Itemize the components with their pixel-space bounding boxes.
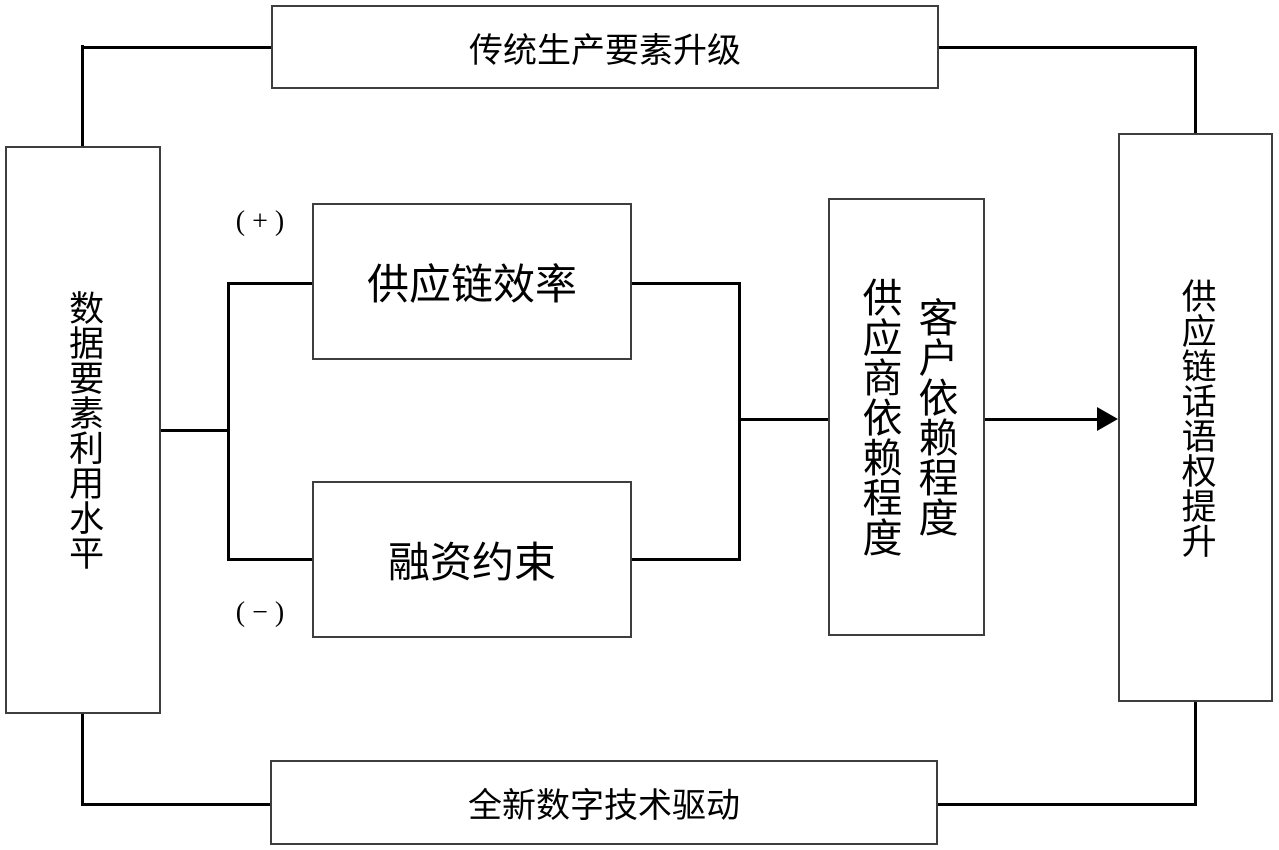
supplier-dependence-label: 供应商依赖程度 xyxy=(856,277,902,557)
dependence-degree-box: 供应商依赖程度 客户依赖程度 xyxy=(828,198,985,636)
data-factor-utilization-label: 数据要素利用水平 xyxy=(64,290,104,570)
supply-chain-efficiency-box: 供应链效率 xyxy=(312,203,632,360)
connector-into-dependence xyxy=(738,418,830,421)
digital-technology-drive-box: 全新数字技术驱动 xyxy=(270,760,938,845)
connector-out-of-efficiency xyxy=(630,282,741,285)
arrow-head-icon xyxy=(1097,407,1118,431)
traditional-factors-upgrade-box: 传统生产要素升级 xyxy=(271,5,939,89)
supply-chain-power-label: 供应链话语权提升 xyxy=(1176,277,1216,558)
arrow-line-to-power xyxy=(983,418,1101,421)
connector-out-of-financing xyxy=(630,558,741,561)
connector-into-financing xyxy=(227,558,314,561)
minus-sign-label: ( − ) xyxy=(235,597,285,628)
data-factor-utilization-box: 数据要素利用水平 xyxy=(5,146,161,714)
plus-sign-label: ( + ) xyxy=(235,206,285,237)
connector-left-box-stub xyxy=(159,429,229,432)
financing-constraint-box: 融资约束 xyxy=(312,481,632,638)
connector-top-right-horizontal xyxy=(937,46,1197,49)
traditional-factors-upgrade-label: 传统生产要素升级 xyxy=(469,32,741,70)
supply-chain-efficiency-label: 供应链效率 xyxy=(366,263,577,309)
connector-right-merge-spine xyxy=(738,282,741,561)
connector-left-branch-spine xyxy=(227,282,230,561)
connector-bottom-left-vertical xyxy=(81,712,84,806)
connector-top-right-vertical xyxy=(1194,46,1197,135)
connector-top-left-vertical xyxy=(81,45,84,148)
connector-bottom-left-horizontal xyxy=(81,803,272,806)
supply-chain-power-box: 供应链话语权提升 xyxy=(1118,133,1273,702)
connector-bottom-right-vertical xyxy=(1194,700,1197,806)
connector-bottom-right-horizontal xyxy=(936,803,1197,806)
financing-constraint-label: 融资约束 xyxy=(387,541,556,587)
customer-dependence-label: 客户依赖程度 xyxy=(912,297,958,537)
connector-into-efficiency xyxy=(227,282,314,285)
digital-technology-drive-label: 全新数字技术驱动 xyxy=(468,788,740,825)
connector-top-left-horizontal xyxy=(81,46,273,49)
